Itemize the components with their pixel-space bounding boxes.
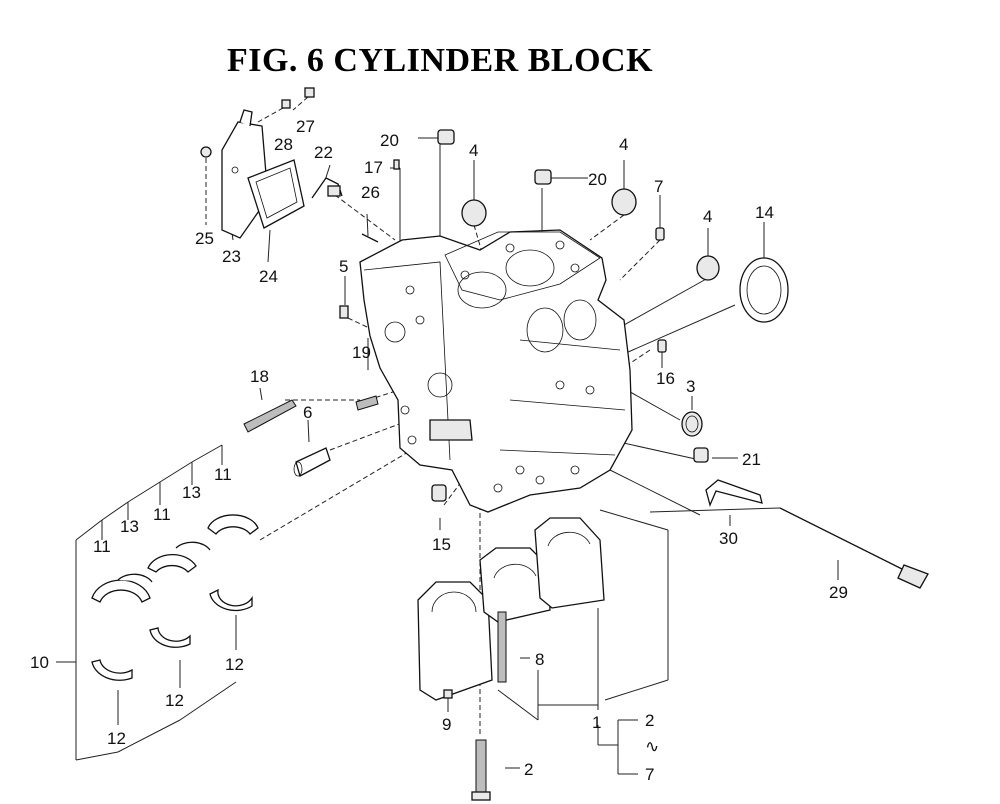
breather-pipe <box>311 177 343 199</box>
stud-5 <box>339 305 349 319</box>
callout-20: 20 <box>588 170 607 189</box>
callout-4: 4 <box>469 141 478 160</box>
callout-10: 10 <box>30 653 49 672</box>
figure-title: FIG. 6 CYLINDER BLOCK <box>0 42 1000 80</box>
drain-plug <box>693 447 709 463</box>
callout-3: 3 <box>686 377 695 396</box>
front-cover-plate <box>221 109 269 239</box>
oil-seal <box>739 257 789 323</box>
callout-8: 8 <box>535 650 544 669</box>
callout-24: 24 <box>259 267 278 286</box>
bush-15 <box>431 484 447 502</box>
bolt-2 <box>471 739 491 801</box>
callout-12: 12 <box>165 691 184 710</box>
callout-18: 18 <box>250 367 269 386</box>
callout-17: 17 <box>364 158 383 177</box>
nut-parts <box>281 87 315 109</box>
callout-25: 25 <box>195 229 214 248</box>
callout-28: 28 <box>274 135 293 154</box>
callout-9: 9 <box>442 715 451 734</box>
bushing <box>681 411 703 437</box>
pins <box>361 159 400 243</box>
callout-6: 6 <box>303 403 312 422</box>
callout-20: 20 <box>380 131 399 150</box>
callout-27: 27 <box>296 117 315 136</box>
callout-5: 5 <box>339 257 348 276</box>
callout-19: 19 <box>352 343 371 362</box>
callout-12: 12 <box>225 655 244 674</box>
callout-22: 22 <box>314 143 333 162</box>
stud-8 <box>497 611 507 683</box>
callout-13: 13 <box>120 517 139 536</box>
range-glyph: ∿ <box>645 737 659 756</box>
expansion-plugs <box>437 129 720 281</box>
callout-11: 11 <box>214 465 232 484</box>
cylinder-block <box>359 229 633 513</box>
callout-1: 1 <box>592 713 601 732</box>
main-bearing-caps <box>417 517 605 701</box>
callout-4: 4 <box>619 135 628 154</box>
callout-11: 11 <box>93 537 111 556</box>
callout-16: 16 <box>656 369 675 388</box>
callout-11: 11 <box>153 505 171 524</box>
callout-4: 4 <box>703 207 712 226</box>
gasket <box>247 159 305 229</box>
dowel-pins <box>655 227 667 353</box>
callout-12: 12 <box>107 729 126 748</box>
callout-7: 7 <box>654 177 663 196</box>
callout-14: 14 <box>755 203 774 222</box>
callout-2-range-start: 2 <box>645 711 654 730</box>
bolt-9 <box>443 689 453 699</box>
callout-26: 26 <box>361 183 380 202</box>
sleeve-6 <box>293 447 331 477</box>
callout-21: 21 <box>742 450 761 469</box>
callout-29: 29 <box>829 583 848 602</box>
bearing-shells <box>91 514 259 681</box>
bolt-25 <box>200 146 212 158</box>
oil-level-gauge <box>779 507 929 589</box>
figure-title-text: FIG. 6 CYLINDER BLOCK <box>226 42 654 79</box>
dipstick-guide <box>705 479 763 507</box>
callout-7-range-end: 7 <box>645 765 654 784</box>
callout-13: 13 <box>182 483 201 502</box>
stud-bolts <box>243 395 379 433</box>
callout-labels: 1 2 ∿ 7 2 3 4 4 4 5 6 7 8 9 10 11 11 11 … <box>30 117 848 784</box>
callout-30: 30 <box>719 529 738 548</box>
callout-23: 23 <box>222 247 241 266</box>
callout-2: 2 <box>524 760 533 779</box>
callout-15: 15 <box>432 535 451 554</box>
